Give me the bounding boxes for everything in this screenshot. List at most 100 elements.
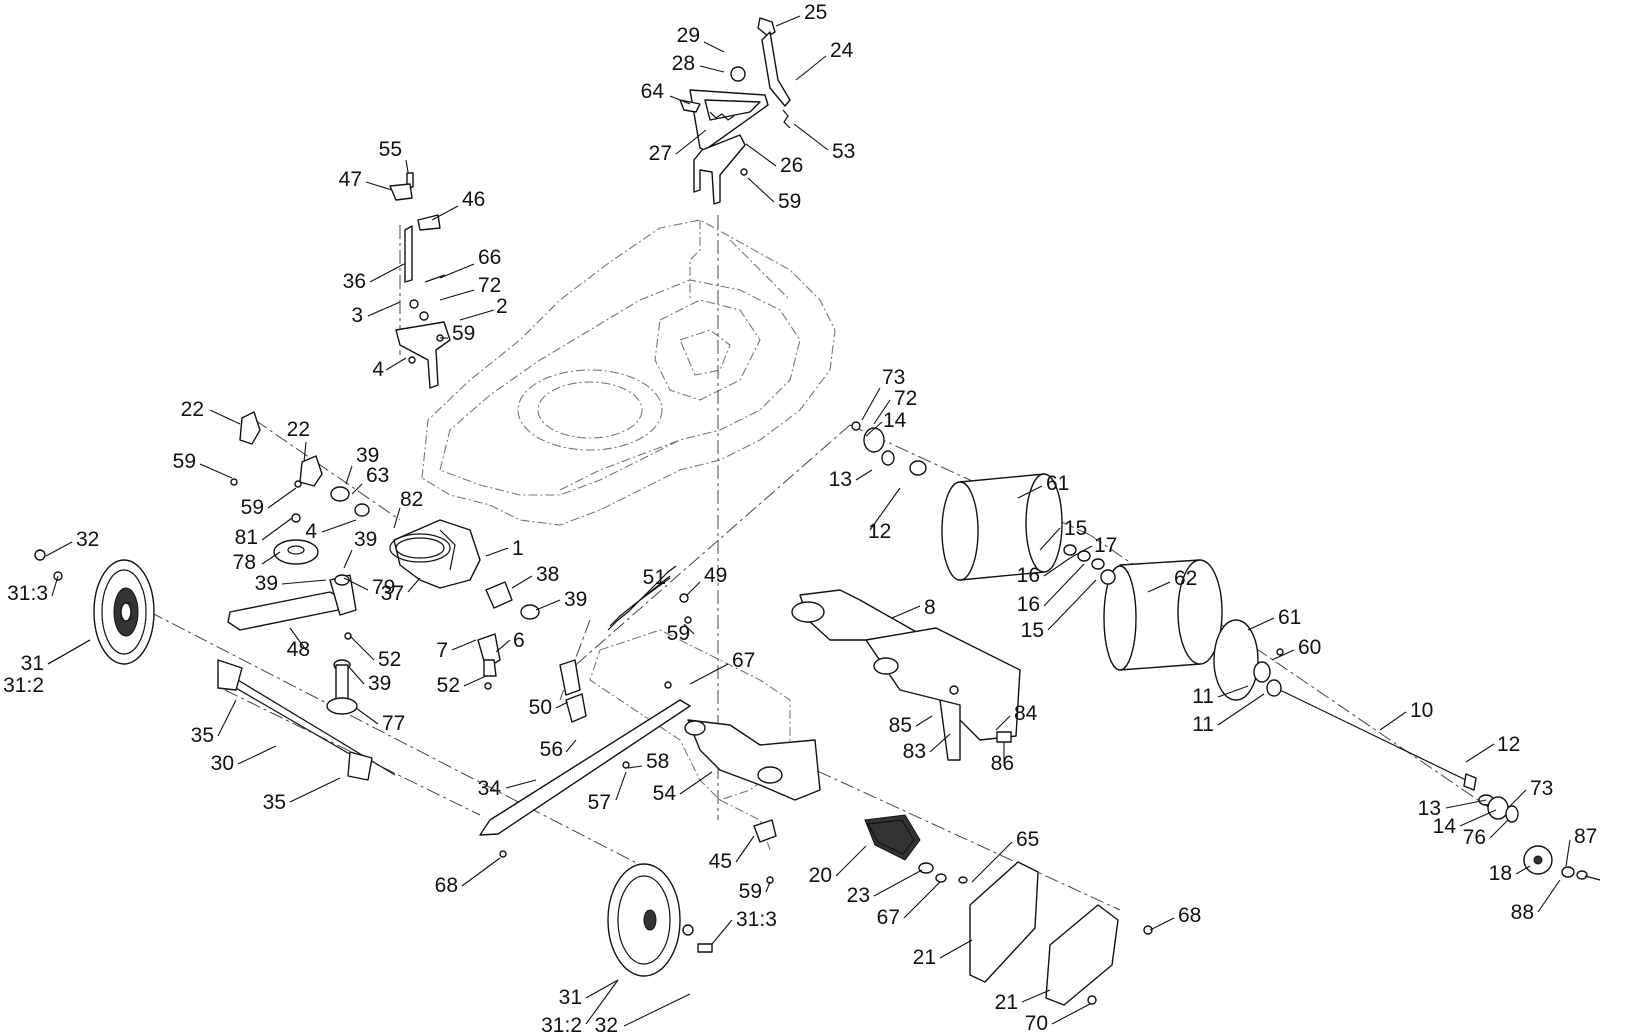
callout-leader [349, 667, 365, 685]
part-callout: 31:2 [3, 674, 44, 697]
callout-leader [461, 857, 501, 887]
part-callout: 76 [1463, 826, 1486, 849]
callout-leader [627, 765, 643, 769]
callout-leader [1507, 789, 1527, 809]
part-callout: 52 [437, 674, 460, 697]
part-callout: 35 [191, 724, 214, 747]
callout-leader [1565, 839, 1571, 867]
part-callout: 84 [1014, 702, 1038, 725]
part-callout: 70 [1025, 1012, 1048, 1035]
callout-leader [873, 869, 923, 897]
callout-leader [747, 177, 775, 203]
callout-leader [703, 41, 725, 53]
part-callout: 31:3 [7, 582, 48, 605]
callout-leader [289, 777, 341, 803]
part-callout: 61 [1278, 606, 1301, 629]
callout-leader [585, 979, 619, 999]
part-callout: 11 [1192, 685, 1214, 708]
part-callout: 15 [1064, 517, 1087, 540]
callout-leader [855, 469, 873, 481]
part-callout: 73 [1530, 777, 1553, 800]
part-callout: 4 [305, 520, 317, 543]
callout-leader [1217, 685, 1249, 698]
part-callout: 59 [173, 450, 196, 473]
callout-leader [511, 575, 533, 589]
part-callout: 82 [400, 488, 423, 511]
part-callout: 66 [478, 246, 501, 269]
part-callout: 31:2 [541, 1014, 582, 1036]
callout-leader [237, 745, 277, 765]
part-callout: 72 [478, 274, 501, 297]
part-callout: 59 [667, 622, 690, 645]
callout-leader [349, 635, 375, 661]
part-callout: 64 [641, 80, 665, 103]
part-callout: 45 [709, 850, 732, 873]
callout-leader [995, 715, 1011, 731]
part-callout: 37 [381, 582, 404, 605]
part-callout: 16 [1017, 593, 1040, 616]
part-callout: 12 [868, 520, 891, 543]
axle-plates [684, 719, 821, 801]
callout-leader [615, 771, 627, 801]
mower-deck-outline [421, 219, 836, 526]
callout-leader [1465, 743, 1495, 763]
part-callout: 13 [1418, 797, 1441, 820]
part-callout: 21 [995, 991, 1018, 1014]
part-callout: 68 [1178, 904, 1201, 927]
callout-leader [209, 409, 241, 425]
callout-leader [369, 263, 405, 283]
callout-leader [485, 547, 509, 557]
callout-leader [971, 841, 1013, 883]
part-callout: 18 [1489, 862, 1512, 885]
callout-leader [685, 581, 701, 597]
callout-leader [405, 159, 409, 173]
callout-leader [835, 845, 867, 877]
roller-drums [941, 473, 1284, 701]
transmission-assembly [227, 411, 540, 715]
callout-leader [451, 639, 477, 651]
roller-frame [791, 589, 1021, 761]
part-callout: 61 [1046, 472, 1069, 495]
part-callout: 12 [1497, 733, 1520, 756]
height-adjust-lever [679, 17, 791, 205]
part-callout: 22 [287, 418, 310, 441]
callout-leader [367, 301, 401, 317]
part-callout: 4 [372, 358, 384, 381]
callout-leader [795, 55, 827, 81]
callout-leader [929, 733, 951, 753]
callout-leader [669, 95, 691, 105]
part-callout: 53 [832, 140, 855, 163]
callout-leader [1247, 617, 1275, 631]
part-callout: 83 [903, 740, 926, 763]
callout-leader [1379, 711, 1407, 731]
part-callout: 47 [339, 168, 362, 191]
part-callout: 79 [372, 576, 395, 599]
part-callout: 21 [913, 946, 936, 969]
part-callout: 13 [829, 468, 852, 491]
callout-leader [555, 701, 569, 709]
part-callout: 27 [649, 142, 672, 165]
callout-leader [565, 739, 577, 753]
roller-shaft [1279, 689, 1601, 881]
part-callout: 3 [351, 304, 363, 327]
callout-leader [1149, 917, 1175, 931]
callout-leader [1043, 557, 1071, 577]
callout-leader [365, 181, 393, 191]
part-callout: 38 [536, 563, 559, 586]
callout-leader [675, 129, 707, 155]
callout-leader [199, 463, 233, 479]
callout-leader [261, 551, 281, 565]
part-callout: 62 [1174, 567, 1197, 590]
part-callout: 1 [512, 537, 524, 560]
part-callout: 59 [778, 190, 801, 213]
callout-leader [711, 919, 733, 945]
part-callout: 16 [1017, 564, 1040, 587]
part-callout: 10 [1410, 699, 1433, 722]
callout-leader [431, 205, 459, 221]
part-callout: 39 [368, 672, 391, 695]
drive-cable-bracket [389, 172, 451, 389]
part-callout: 31 [559, 986, 582, 1009]
part-callout: 30 [211, 752, 234, 775]
callout-leader [939, 939, 973, 959]
part-callout: 32 [595, 1014, 618, 1036]
